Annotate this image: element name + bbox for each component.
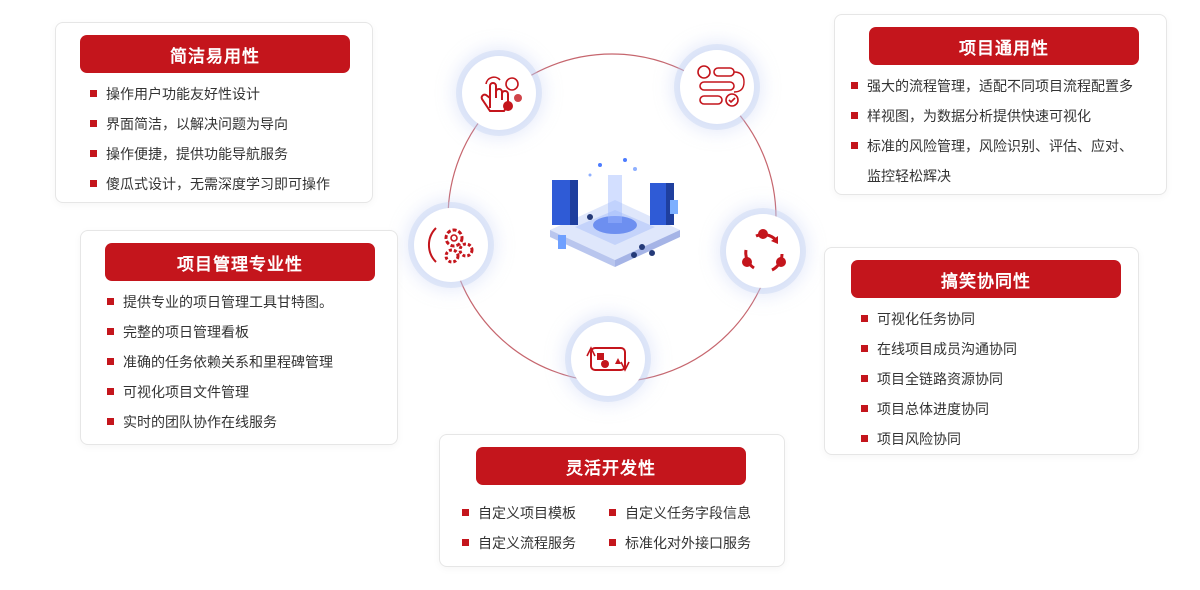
- shapes-loop-icon: [571, 322, 645, 396]
- list-item: 监控轻松辉决: [867, 168, 951, 184]
- list-item: 提供专业的项日管理工具甘特图。: [107, 287, 333, 317]
- list-item: 项目风险协同: [861, 424, 1017, 454]
- list-item: 自定义流程服务: [462, 528, 576, 558]
- list-item: 完整的项日管理看板: [107, 317, 333, 347]
- card-collab: 搞笑协同性 可视化任务协同 在线项目成员沟通协同 项目全链路资源协同 项目总体进…: [824, 247, 1139, 455]
- card-professional: 项目管理专业性 提供专业的项日管理工具甘特图。 完整的项日管理看板 准确的任务依…: [80, 230, 398, 445]
- list-item: 标准的风险管理，风险识别、评估、应对、: [851, 131, 1133, 161]
- gears-icon: [414, 208, 488, 282]
- list-item: 在线项目成员沟通协同: [861, 334, 1017, 364]
- list-item: 项目总体进度协同: [861, 394, 1017, 424]
- list-item: 标准化对外接口服务: [609, 528, 751, 558]
- list-item: 准确的任务依赖关系和里程碑管理: [107, 347, 333, 377]
- list-item: 自定义项目模板: [462, 498, 576, 528]
- card-simple-title: 简洁易用性: [80, 35, 350, 73]
- card-professional-title: 项目管理专业性: [105, 243, 375, 281]
- list-item: 项目全链路资源协同: [861, 364, 1017, 394]
- workflow-icon: [680, 50, 754, 124]
- list-item: 操作便捷，提供功能导航服务: [90, 139, 330, 169]
- card-collab-list: 可视化任务协同 在线项目成员沟通协同 项目全链路资源协同 项目总体进度协同 项目…: [861, 304, 1017, 454]
- server-platform-illustration: [550, 158, 680, 267]
- list-item: 自定义任务字段信息: [609, 498, 751, 528]
- card-general-title: 项目通用性: [869, 27, 1139, 65]
- card-professional-list: 提供专业的项日管理工具甘特图。 完整的项日管理看板 准确的任务依赖关系和里程碑管…: [107, 287, 333, 437]
- card-flexible: 灵活开发性 自定义项目模板 自定义流程服务 自定义任务字段信息 标准化对外接口服…: [439, 434, 785, 567]
- card-simple-list: 操作用户功能友好性设计 界面简洁，以解决问题为导向 操作便捷，提供功能导航服务 …: [90, 79, 330, 199]
- list-item: 样视图，为数据分析提供快速可视化: [851, 101, 1133, 131]
- card-simple: 简洁易用性 操作用户功能友好性设计 界面简洁，以解决问题为导向 操作便捷，提供功…: [55, 22, 373, 203]
- card-general-list: 强大的流程管理，适配不同项目流程配置多 样视图，为数据分析提供快速可视化 标准的…: [851, 71, 1133, 191]
- list-item: 傻瓜式设计，无需深度学习即可操作: [90, 169, 330, 199]
- list-item: 可视化任务协同: [861, 304, 1017, 334]
- card-general: 项目通用性 强大的流程管理，适配不同项目流程配置多 样视图，为数据分析提供快速可…: [834, 14, 1167, 195]
- list-item: 界面简洁，以解决问题为导向: [90, 109, 330, 139]
- list-item: 强大的流程管理，适配不同项目流程配置多: [851, 71, 1133, 101]
- card-flexible-title: 灵活开发性: [476, 447, 746, 485]
- list-item: 实时的团队协作在线服务: [107, 407, 333, 437]
- list-item: 可视化项目文件管理: [107, 377, 333, 407]
- list-item: 操作用户功能友好性设计: [90, 79, 330, 109]
- cycle-arrows-icon: [726, 214, 800, 288]
- card-collab-title: 搞笑协同性: [851, 260, 1121, 298]
- card-flexible-list-right: 自定义任务字段信息 标准化对外接口服务: [609, 498, 751, 558]
- touch-gesture-icon: [462, 56, 536, 130]
- card-flexible-list-left: 自定义项目模板 自定义流程服务: [462, 498, 576, 558]
